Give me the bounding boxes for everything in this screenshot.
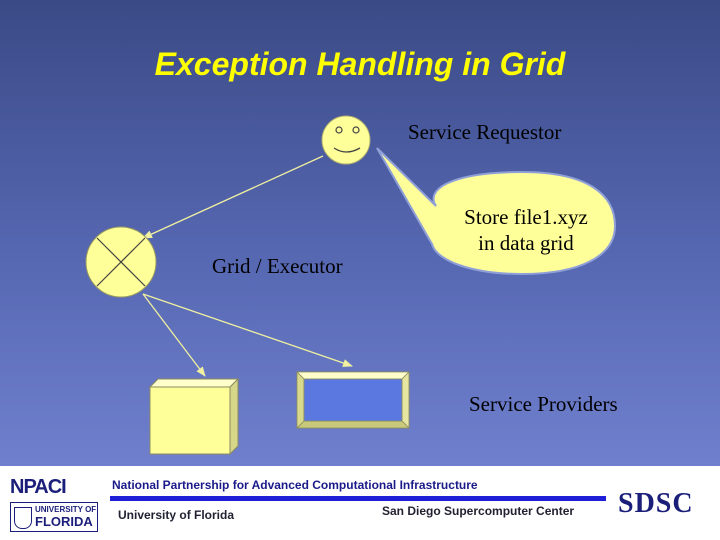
arrow-executor-to-provider-1 [142, 293, 206, 377]
left-org-text: University of Florida [118, 508, 235, 522]
footer-band [0, 466, 720, 540]
arrow-executor-to-provider-2 [142, 293, 353, 367]
npaci-logo: NPACI [10, 476, 67, 499]
uf-logo: UNIVERSITY OF FLORIDA [10, 502, 98, 532]
footer-divider [110, 496, 606, 501]
smiley-face-icon [321, 115, 371, 165]
speech-bubble [376, 147, 617, 276]
uf-seal-icon [14, 507, 32, 529]
service-providers-label: Service Providers [469, 392, 618, 416]
executor-circle-icon [85, 226, 157, 298]
speech-bubble-text: Store file1.xyz in data grid [446, 204, 606, 256]
provider-box-1 [148, 377, 240, 456]
uf-logo-line-2: FLORIDA [35, 514, 93, 529]
speech-line-1: Store file1.xyz [464, 205, 588, 229]
partnership-text: National Partnership for Advanced Comput… [112, 478, 478, 492]
npaci-logo-text: NPACI [10, 476, 67, 498]
right-org-text: San Diego Supercomputer Center [382, 504, 575, 518]
service-requestor-label: Service Requestor [408, 120, 562, 144]
slide-title: Exception Handling in Grid [154, 46, 566, 82]
uf-logo-line-1: UNIVERSITY OF [35, 505, 97, 514]
speech-line-2: in data grid [478, 231, 574, 255]
arrow-requestor-to-executor [142, 155, 324, 239]
grid-executor-label: Grid / Executor [212, 254, 343, 278]
provider-box-2 [296, 371, 410, 429]
sdsc-logo: SDSC [618, 488, 694, 519]
